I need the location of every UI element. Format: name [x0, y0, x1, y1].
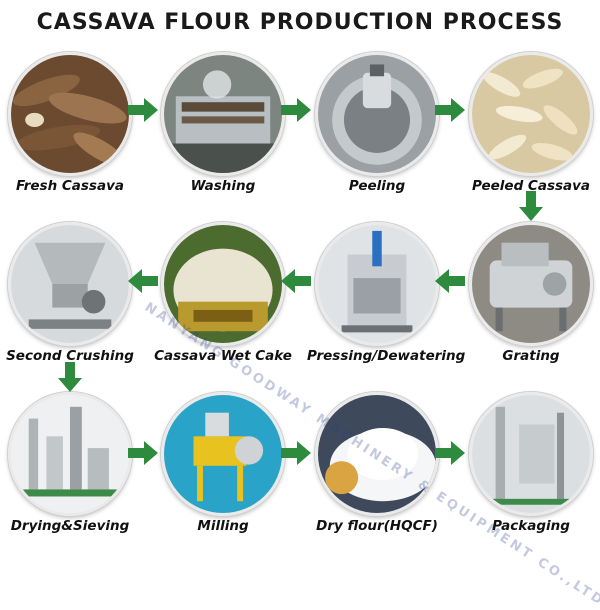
step-washing: Washing — [158, 52, 288, 194]
milling-machine-photo — [161, 392, 285, 516]
step-dry-flour: Dry flour(HQCF) — [312, 392, 442, 534]
wet-cake-photo — [161, 222, 285, 346]
step-label: Cassava Wet Cake — [154, 348, 292, 364]
arrow-right-icon — [435, 440, 465, 466]
step-drying-sieving: Drying&Sieving — [5, 392, 135, 534]
fresh-cassava-photo — [8, 52, 132, 176]
crusher-machine-photo — [8, 222, 132, 346]
grating-machine-photo — [469, 222, 593, 346]
peeled-cassava-photo — [469, 52, 593, 176]
arrow-down-icon — [518, 191, 544, 221]
arrow-right-icon — [128, 97, 158, 123]
arrow-left-icon — [435, 268, 465, 294]
arrow-left-icon — [128, 268, 158, 294]
arrow-right-icon — [128, 440, 158, 466]
step-label: Fresh Cassava — [15, 178, 124, 194]
step-label: Second Crushing — [6, 348, 134, 364]
arrow-right-icon — [435, 97, 465, 123]
step-label: Pressing/Dewatering — [307, 348, 466, 364]
step-pressing: Pressing/Dewatering — [307, 222, 465, 364]
arrow-right-icon — [281, 440, 311, 466]
step-label: Packaging — [492, 518, 570, 534]
step-label: Peeled Cassava — [471, 178, 591, 194]
page-title: CASSAVA FLOUR PRODUCTION PROCESS — [36, 10, 564, 35]
step-peeled-cassava: Peeled Cassava — [466, 52, 596, 194]
step-label: Peeling — [348, 178, 406, 194]
washing-machine-photo — [161, 52, 285, 176]
step-label: Grating — [502, 348, 560, 364]
arrow-down-icon — [57, 362, 83, 392]
peeling-machine-photo — [315, 52, 439, 176]
arrow-left-icon — [281, 268, 311, 294]
press-machine-photo — [315, 222, 439, 346]
step-grating: Grating — [466, 222, 596, 364]
step-packaging: Packaging — [466, 392, 596, 534]
dryer-plant-photo — [8, 392, 132, 516]
packaging-machine-photo — [469, 392, 593, 516]
arrow-right-icon — [281, 97, 311, 123]
step-fresh-cassava: Fresh Cassava — [5, 52, 135, 194]
step-label: Dry flour(HQCF) — [316, 518, 438, 534]
step-label: Drying&Sieving — [10, 518, 130, 534]
step-label: Washing — [190, 178, 256, 194]
step-peeling: Peeling — [312, 52, 442, 194]
dry-flour-photo — [315, 392, 439, 516]
step-milling: Milling — [158, 392, 288, 534]
step-second-crushing: Second Crushing — [5, 222, 135, 364]
step-wet-cake: Cassava Wet Cake — [154, 222, 292, 364]
step-label: Milling — [197, 518, 249, 534]
